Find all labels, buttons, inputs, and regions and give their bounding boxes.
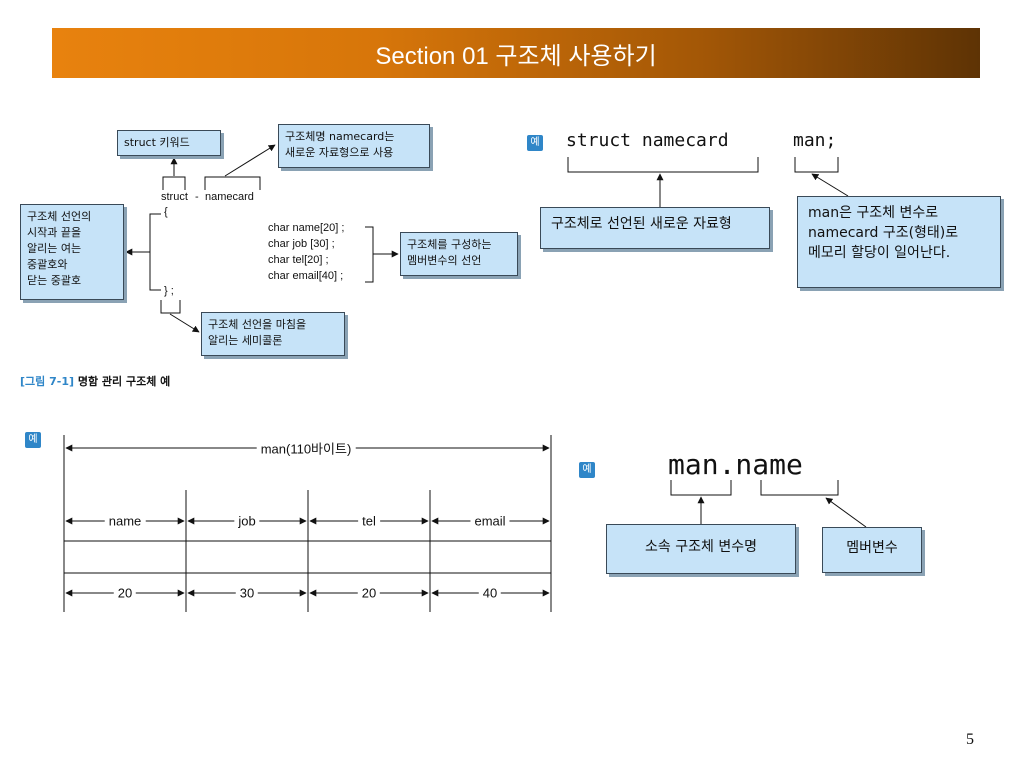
member-variable-box: 멤버변수 (822, 527, 922, 573)
page-title: Section 01 구조체 사용하기 (375, 42, 657, 70)
code-man-name: man.name (668, 448, 803, 481)
member-tel: char tel[20] ; (268, 254, 329, 266)
code-man: man; (793, 130, 837, 151)
member-name: char name[20] ; (268, 222, 345, 234)
new-type-box: 구조체로 선언된 새로운 자료형 (540, 207, 770, 249)
page-number: 5 (966, 731, 974, 748)
size-email: 40 (478, 585, 502, 601)
namecard-label: namecard (205, 191, 254, 203)
figure-caption: [그림 7-1] 명함 관리 구조체 예 (20, 373, 170, 389)
struct-hyphen: - (195, 191, 199, 203)
struct-keyword-box: struct 키워드 (117, 130, 221, 156)
size-tel: 20 (357, 585, 381, 601)
size-name: 20 (113, 585, 137, 601)
code-struct-namecard: struct namecard (566, 130, 729, 151)
column-job: job (234, 513, 260, 529)
column-tel: tel (358, 513, 380, 529)
brace-box: 구조체 선언의 시작과 끝을 알리는 여는 중괄호와 닫는 중괄호 (20, 204, 124, 300)
members-box: 구조체를 구성하는 멤버변수의 선언 (400, 232, 518, 276)
example-badge-2: 예 (25, 432, 41, 448)
column-email: email (470, 513, 510, 529)
semicolon-box: 구조체 선언을 마침을 알리는 세미콜론 (201, 312, 345, 356)
figure-number: [그림 7-1] (20, 375, 74, 388)
size-job: 30 (235, 585, 259, 601)
figure-caption-text: 명함 관리 구조체 예 (77, 375, 171, 388)
member-job: char job [30] ; (268, 238, 335, 250)
struct-variable-box: 소속 구조체 변수명 (606, 524, 796, 574)
example-badge-3: 예 (579, 462, 595, 478)
title-bar: Section 01 구조체 사용하기 (52, 28, 980, 78)
man-variable-box: man은 구조체 변수로 namecard 구조(형태)로 메모리 할당이 일어… (797, 196, 1001, 288)
column-name: name (104, 513, 146, 529)
close-brace: } ; (164, 285, 174, 297)
namecard-box: 구조체명 namecard는 새로운 자료형으로 사용 (278, 124, 430, 168)
member-email: char email[40] ; (268, 270, 344, 282)
example-badge-1: 예 (527, 135, 543, 151)
open-brace: { (164, 206, 168, 218)
total-size-label: man(110바이트) (256, 438, 356, 458)
struct-label: struct (161, 191, 188, 203)
